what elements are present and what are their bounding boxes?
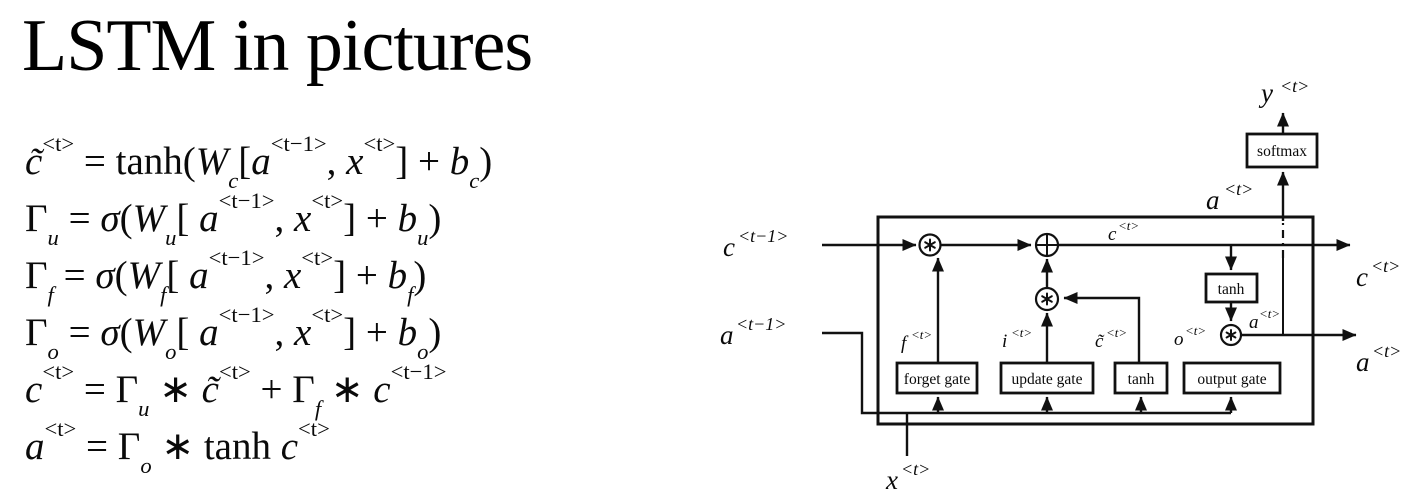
svg-text:c̃: c̃ [1095, 331, 1105, 352]
equation-output-gate: Γo = σ(Wo[ a<t−1>, x<t>] + bo) [25, 301, 442, 364]
svg-text:<t>: <t> [901, 459, 930, 479]
lstm-cell-box [876, 215, 1315, 426]
svg-text:f: f [901, 333, 909, 354]
svg-text:y: y [1258, 80, 1273, 108]
svg-text:<t>: <t> [1106, 325, 1127, 340]
y-output-label: y <t> [1258, 80, 1309, 108]
a-prev-label: a <t−1> [720, 314, 786, 350]
o-signal-label: o <t> [1174, 323, 1206, 350]
equation-forget-gate: Γf = σ(Wf[ a<t−1>, x<t>] + bf) [25, 244, 427, 307]
lstm-cell-diagram: forget gate update gate tanh output gate… [720, 80, 1401, 495]
page-title: LSTM in pictures [22, 5, 533, 87]
a-out-label: a <t> [1356, 341, 1401, 377]
svg-text:<t−1>: <t−1> [738, 226, 788, 246]
c-line-label: c <t> [1108, 218, 1139, 245]
add-operator-icon [1034, 232, 1060, 258]
update-gate-label: update gate [1011, 371, 1082, 388]
svg-text:c: c [723, 232, 735, 262]
svg-text:a: a [1356, 347, 1370, 377]
c-out-label: c <t> [1356, 256, 1400, 292]
x-input-label: x <t> [885, 459, 930, 495]
svg-text:<t>: <t> [1372, 341, 1401, 361]
multiply-operator-forget-icon [918, 233, 942, 257]
i-signal-label: i <t> [1002, 325, 1032, 352]
svg-text:c: c [1356, 262, 1368, 292]
candidate-tanh-label: tanh [1128, 371, 1155, 388]
f-signal-label: f <t> [901, 327, 932, 354]
svg-text:<t>: <t> [1259, 306, 1280, 321]
a-top-label: a <t> [1206, 179, 1253, 215]
svg-text:a: a [1249, 312, 1259, 333]
svg-text:<t>: <t> [1118, 218, 1139, 233]
svg-text:x: x [885, 465, 898, 495]
update-gate-box: update gate [999, 361, 1095, 395]
softmax-box: softmax [1245, 132, 1319, 169]
candidate-tanh-box: tanh [1113, 361, 1169, 395]
svg-text:o: o [1174, 329, 1184, 350]
output-gate-box: output gate [1182, 361, 1282, 395]
svg-text:<t>: <t> [1185, 323, 1206, 338]
equation-candidate: c̃<t> = tanh(Wc[a<t−1>, x<t>] + bc) [25, 130, 493, 193]
output-gate-label: output gate [1197, 371, 1266, 388]
multiply-operator-output-icon [1219, 323, 1243, 347]
output-gate-rect [1182, 361, 1282, 395]
multiply-operator-update-icon [1034, 286, 1060, 312]
forget-gate-label: forget gate [904, 371, 971, 388]
svg-text:<t>: <t> [1371, 256, 1400, 276]
svg-text:<t>: <t> [1011, 325, 1032, 340]
output-tanh-label: tanh [1218, 281, 1245, 298]
svg-text:<t−1>: <t−1> [736, 314, 786, 334]
svg-text:<t>: <t> [1280, 80, 1309, 96]
forget-gate-rect [895, 361, 979, 395]
c-prev-label: c <t−1> [723, 226, 788, 262]
svg-text:i: i [1002, 331, 1007, 352]
svg-text:c: c [1108, 224, 1117, 245]
equation-cell-state: c<t> = Γu ∗ c̃<t> + Γf ∗ c<t−1> [25, 358, 447, 421]
svg-text:a: a [1206, 185, 1220, 215]
equation-update-gate: Γu = σ(Wu[ a<t−1>, x<t>] + bu) [25, 187, 442, 250]
output-tanh-box: tanh [1204, 272, 1259, 304]
candidate-tanh-rect [1113, 361, 1169, 395]
c-tilde-signal-label: c̃ <t> [1095, 325, 1127, 352]
a-mult-signal-label: a <t> [1249, 306, 1280, 333]
forget-gate-box: forget gate [895, 361, 979, 395]
softmax-label: softmax [1257, 143, 1307, 160]
equation-hidden-state: a<t> = Γo ∗ tanh c<t> [25, 415, 330, 478]
svg-text:<t>: <t> [911, 327, 932, 342]
tanh-to-multiply-line [1063, 292, 1141, 363]
equations-block: c̃<t> = tanh(Wc[a<t−1>, x<t>] + bc) Γu =… [25, 130, 493, 478]
svg-text:<t>: <t> [1224, 179, 1253, 199]
svg-text:a: a [720, 320, 734, 350]
